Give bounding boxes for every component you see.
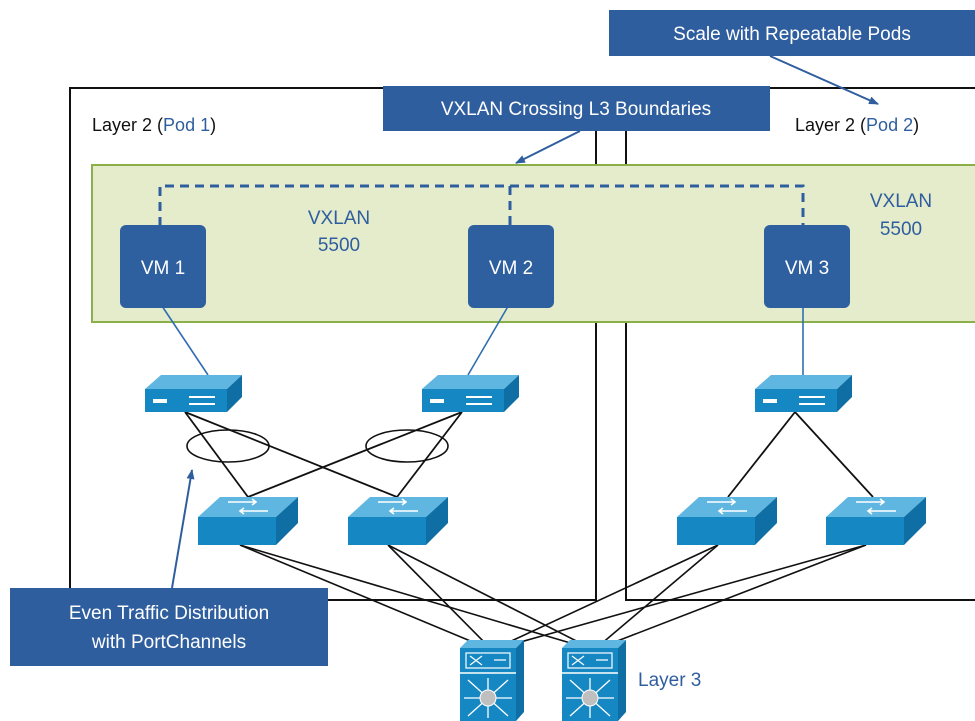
access-to-aggregation-links bbox=[184, 411, 874, 498]
nexus-core-switch-icon bbox=[460, 640, 524, 721]
multilayer-switch-icon bbox=[677, 497, 777, 545]
aggregation-to-core-links bbox=[239, 544, 867, 651]
layer3-label: Layer 3 bbox=[638, 670, 701, 691]
pod2-label: Layer 2 (Pod 2) bbox=[795, 115, 919, 135]
vm-3-label: VM 3 bbox=[785, 258, 829, 279]
vm-3: VM 3 bbox=[764, 225, 850, 308]
callout-vxlan-crossing-text: VXLAN Crossing L3 Boundaries bbox=[441, 99, 711, 120]
callout-scale-text: Scale with Repeatable Pods bbox=[673, 24, 911, 45]
portchannel-ellipse-icon bbox=[186, 429, 270, 463]
vm-2: VM 2 bbox=[468, 225, 554, 308]
multilayer-switch-icon bbox=[826, 497, 926, 545]
vm-2-label: VM 2 bbox=[489, 258, 533, 279]
vm-1-label: VM 1 bbox=[141, 258, 185, 279]
callout-arrow-icon bbox=[769, 55, 879, 105]
callout-arrow-icon bbox=[171, 469, 195, 589]
vxlan-right-line1: VXLAN bbox=[870, 191, 932, 212]
pod1-boundary bbox=[69, 87, 597, 601]
callout-vxlan-crossing: VXLAN Crossing L3 Boundaries bbox=[383, 86, 770, 131]
access-switch-icon bbox=[145, 375, 242, 412]
multilayer-switch-icon bbox=[348, 497, 448, 545]
vxlan-right-line2: 5500 bbox=[880, 219, 922, 240]
multilayer-switch-icon bbox=[198, 497, 298, 545]
portchannel-ellipse-icon bbox=[365, 429, 449, 463]
vxlan-overlay-dashed-line bbox=[158, 184, 805, 226]
vxlan-left-line1: VXLAN bbox=[308, 208, 370, 229]
nexus-core-switch-icon bbox=[562, 640, 626, 721]
callout-even-traffic: Even Traffic Distribution with PortChann… bbox=[10, 588, 328, 666]
pod2-boundary bbox=[625, 87, 975, 601]
access-switch-icon bbox=[755, 375, 852, 412]
callout-scale: Scale with Repeatable Pods bbox=[609, 10, 975, 56]
pod1-label: Layer 2 (Pod 1) bbox=[92, 115, 216, 135]
vm-uplinks bbox=[159, 302, 804, 376]
vm-1: VM 1 bbox=[120, 225, 206, 308]
callout-even-traffic-line2: with PortChannels bbox=[91, 632, 246, 653]
callout-arrow-icon bbox=[515, 130, 581, 164]
vxlan-left-line2: 5500 bbox=[318, 235, 360, 256]
access-switch-icon bbox=[422, 375, 519, 412]
callout-even-traffic-line1: Even Traffic Distribution bbox=[69, 603, 269, 624]
